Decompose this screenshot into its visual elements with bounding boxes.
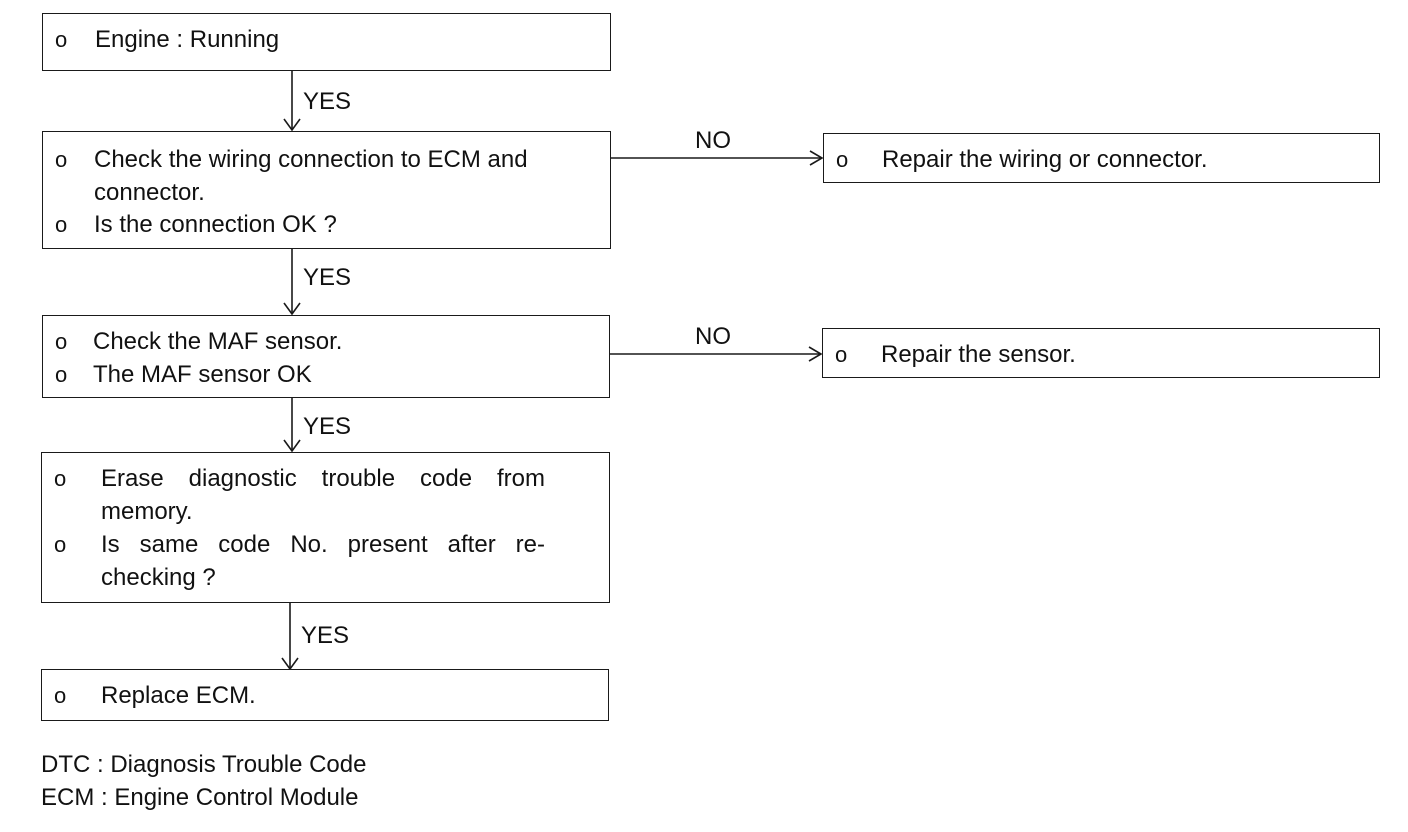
bullet-marker: o — [836, 147, 849, 172]
legend-ecm: ECM : Engine Control Module — [41, 784, 359, 811]
bullet-marker: o — [54, 466, 67, 491]
step-replace-ecm-text: Replace ECM. — [101, 682, 256, 709]
step-erase-dtc-line-2: memory. — [101, 498, 193, 525]
bullet-marker: o — [55, 362, 68, 387]
bullet-marker: o — [55, 147, 68, 172]
yes-label-1: YES — [303, 88, 352, 115]
yes-label-3: YES — [303, 413, 352, 440]
step-erase-dtc-line-1: Erase diagnostic trouble code from — [101, 465, 545, 492]
no-arrowhead-1 — [809, 150, 824, 166]
bullet-marker: o — [54, 683, 67, 708]
step-erase-dtc-line-3: Is same code No. present after re- — [101, 531, 545, 558]
step-check-wiring-line-3: Is the connection OK ? — [94, 211, 337, 238]
yes-label-2: YES — [303, 264, 352, 291]
no-label-2: NO — [695, 323, 731, 350]
yes-label-4: YES — [301, 622, 350, 649]
bullet-marker: o — [55, 329, 68, 354]
step-check-maf-box: o Check the MAF sensor. o The MAF sensor… — [42, 315, 610, 398]
step-erase-dtc-line-4: checking ? — [101, 564, 216, 591]
bullet-marker: o — [55, 27, 68, 52]
no-label-1: NO — [695, 127, 731, 154]
step-check-wiring-box: o Check the wiring connection to ECM and… — [42, 131, 611, 249]
step-check-maf-line-2: The MAF sensor OK — [93, 361, 312, 388]
branch-repair-wiring-text: Repair the wiring or connector. — [882, 146, 1208, 173]
yes-arrowhead-1 — [283, 118, 301, 132]
step-erase-dtc-box: o Erase diagnostic trouble code from mem… — [41, 452, 610, 603]
step-check-maf-line-1: Check the MAF sensor. — [93, 328, 343, 355]
branch-repair-wiring-box: o Repair the wiring or connector. — [823, 133, 1380, 183]
step-engine-running-text: Engine : Running — [95, 26, 280, 53]
yes-arrowhead-3 — [283, 439, 301, 453]
step-check-wiring-line-2: connector. — [94, 179, 205, 206]
yes-arrowhead-2 — [283, 302, 301, 316]
bullet-marker: o — [55, 212, 68, 237]
step-replace-ecm-box: o Replace ECM. — [41, 669, 609, 721]
bullet-marker: o — [54, 532, 67, 557]
branch-repair-sensor-text: Repair the sensor. — [881, 341, 1076, 368]
step-engine-running-box: o Engine : Running — [42, 13, 611, 71]
no-arrowhead-2 — [808, 346, 823, 362]
step-check-wiring-line-1: Check the wiring connection to ECM and — [94, 146, 528, 173]
bullet-marker: o — [835, 342, 848, 367]
legend-dtc: DTC : Diagnosis Trouble Code — [41, 751, 367, 778]
branch-repair-sensor-box: o Repair the sensor. — [822, 328, 1380, 378]
